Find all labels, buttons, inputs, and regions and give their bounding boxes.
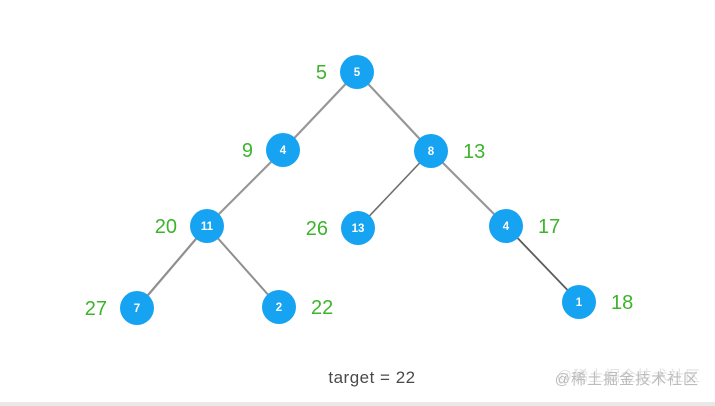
tree-node [266, 133, 300, 167]
tree-node [340, 55, 374, 89]
tree-node-value: 8 [428, 146, 435, 158]
tree-edge [206, 225, 280, 308]
path-sum-label: 26 [306, 218, 328, 240]
tree-node [341, 211, 375, 245]
watermark-text: @稀土掘金技术社区 [554, 371, 699, 388]
path-sum-label: 27 [85, 298, 107, 320]
tree-node-value: 4 [503, 221, 510, 233]
bottom-edge-bar [0, 402, 715, 406]
tree-edge [430, 150, 507, 227]
tree-node-value: 5 [354, 67, 361, 79]
path-sum-label: 22 [311, 297, 333, 319]
tree-node-value: 2 [276, 302, 282, 314]
target-caption: target = 22 [328, 368, 416, 387]
path-sum-label: 17 [538, 216, 560, 238]
tree-node-value: 4 [280, 145, 287, 157]
path-sum-label: 9 [242, 140, 253, 162]
tree-node [489, 209, 523, 243]
tree-node [120, 291, 154, 325]
tree-edge [206, 149, 284, 227]
tree-node-value: 1 [576, 297, 583, 309]
path-sum-label: 13 [463, 141, 485, 163]
tree-node [562, 285, 596, 319]
tree-edge [136, 225, 208, 309]
path-sum-label: 5 [316, 62, 327, 84]
tree-node-value: 7 [134, 303, 140, 315]
tree-node [414, 134, 448, 168]
tree-edge [505, 225, 580, 303]
path-sum-label: 20 [155, 216, 177, 238]
tree-node-value: 13 [352, 223, 365, 235]
tree-node [190, 209, 224, 243]
tree-edge [357, 150, 432, 229]
path-sum-label: 18 [611, 292, 633, 314]
tree-node [262, 290, 296, 324]
tree-node-value: 11 [201, 221, 214, 233]
tree-edge [282, 71, 358, 151]
tree-edge [356, 71, 432, 152]
